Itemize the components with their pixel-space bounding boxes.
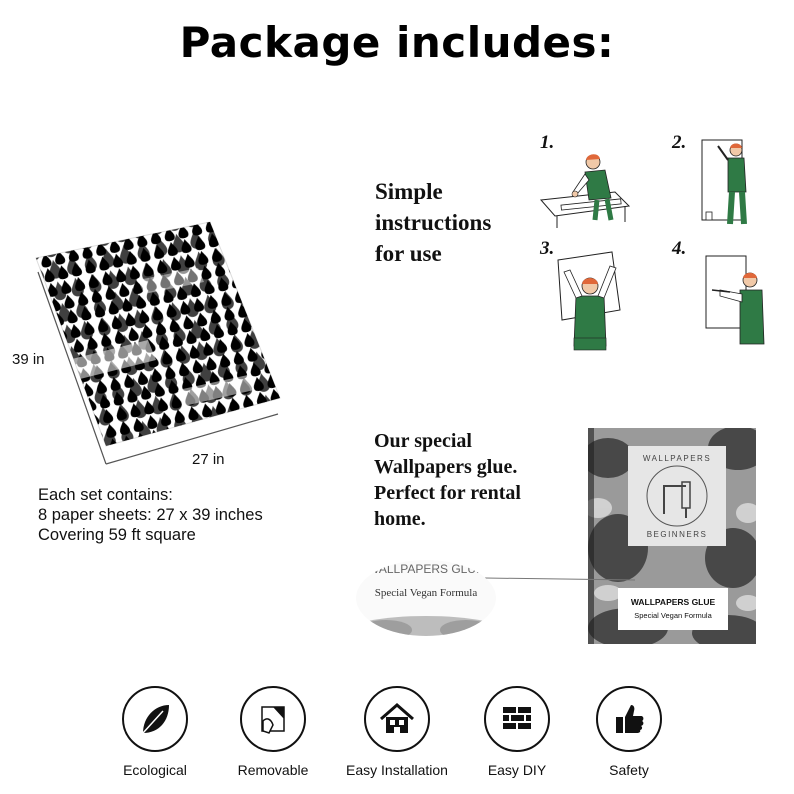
glue-line-2: Wallpapers glue. [374,456,518,478]
set-contents: Each set contains: 8 paper sheets: 27 x … [38,485,263,545]
step-number-4: 4. [672,238,687,259]
step-1-illustration [539,154,631,228]
feature-label: Ecological [123,762,187,778]
sheet-height-label: 39 in [12,351,45,368]
step-number-1: 1. [540,132,555,153]
glue-line-1: Our special [374,430,472,452]
feature-label: Easy Installation [346,762,448,778]
logo-bottom-text: BEGINNERS [646,530,708,539]
brush-logo-icon [646,465,708,527]
step-3-illustration [557,251,621,351]
feature-label: Removable [237,762,309,778]
wallpaper-sheet-illustration [35,221,281,465]
height-dimension-line [37,271,107,465]
feature-removable: Removable [226,686,320,778]
step-number-2: 2. [672,132,687,153]
glue-box-label: WALLPAPERS GLUE Special Vegan Formula [618,588,728,630]
instructions-line-1: Simple [375,179,443,204]
zoom-subtitle: Special Vegan Formula [374,587,478,599]
feature-label: Easy DIY [487,762,547,778]
step-number-3: 3. [540,238,555,259]
glue-box-title: WALLPAPERS GLUE [630,597,716,607]
instructions-line-2: instructions [375,210,492,235]
glue-box: WALLPAPERS BEGINNERS WALLPAPERS GLUE Spe… [588,428,756,644]
leaf-icon [122,686,188,752]
glue-line-4: home. [374,508,426,530]
zoom-connector-line [485,577,635,581]
zoom-title: WALLPAPERS GLUE [367,562,485,576]
bricks-icon [484,686,550,752]
width-dimension-line [105,413,279,465]
feature-safety: Safety [582,686,676,778]
contents-line-2: 8 paper sheets: 27 x 39 inches [38,506,263,524]
thumbs-up-icon [596,686,662,752]
glue-line-3: Perfect for rental [374,482,521,504]
contents-line-1: Each set contains: [38,486,173,504]
step-2-illustration [701,139,747,225]
glue-description: Our special Wallpapers glue. Perfect for… [374,428,521,532]
feature-ecological: Ecological [108,686,202,778]
page-title: Package includes: [179,18,615,67]
glue-box-logo-panel: WALLPAPERS BEGINNERS [628,446,726,546]
peel-icon [240,686,306,752]
feature-label: Safety [609,762,649,778]
glue-box-subtitle: Special Vegan Formula [634,611,712,620]
instructions-heading: Simple instructions for use [375,176,491,269]
feature-easy-diy: Easy DIY [470,686,564,778]
sheet-width-label: 27 in [192,451,225,468]
feature-easy-installation: Easy Installation [342,686,452,778]
house-icon [364,686,430,752]
logo-top-text: WALLPAPERS [642,454,712,463]
glue-label-zoom: WALLPAPERS GLUE Special Vegan Formula [356,560,496,636]
step-4-illustration [705,255,765,345]
instructions-line-3: for use [375,241,442,266]
contents-line-3: Covering 59 ft square [38,526,196,544]
zoom-texture [356,616,496,636]
